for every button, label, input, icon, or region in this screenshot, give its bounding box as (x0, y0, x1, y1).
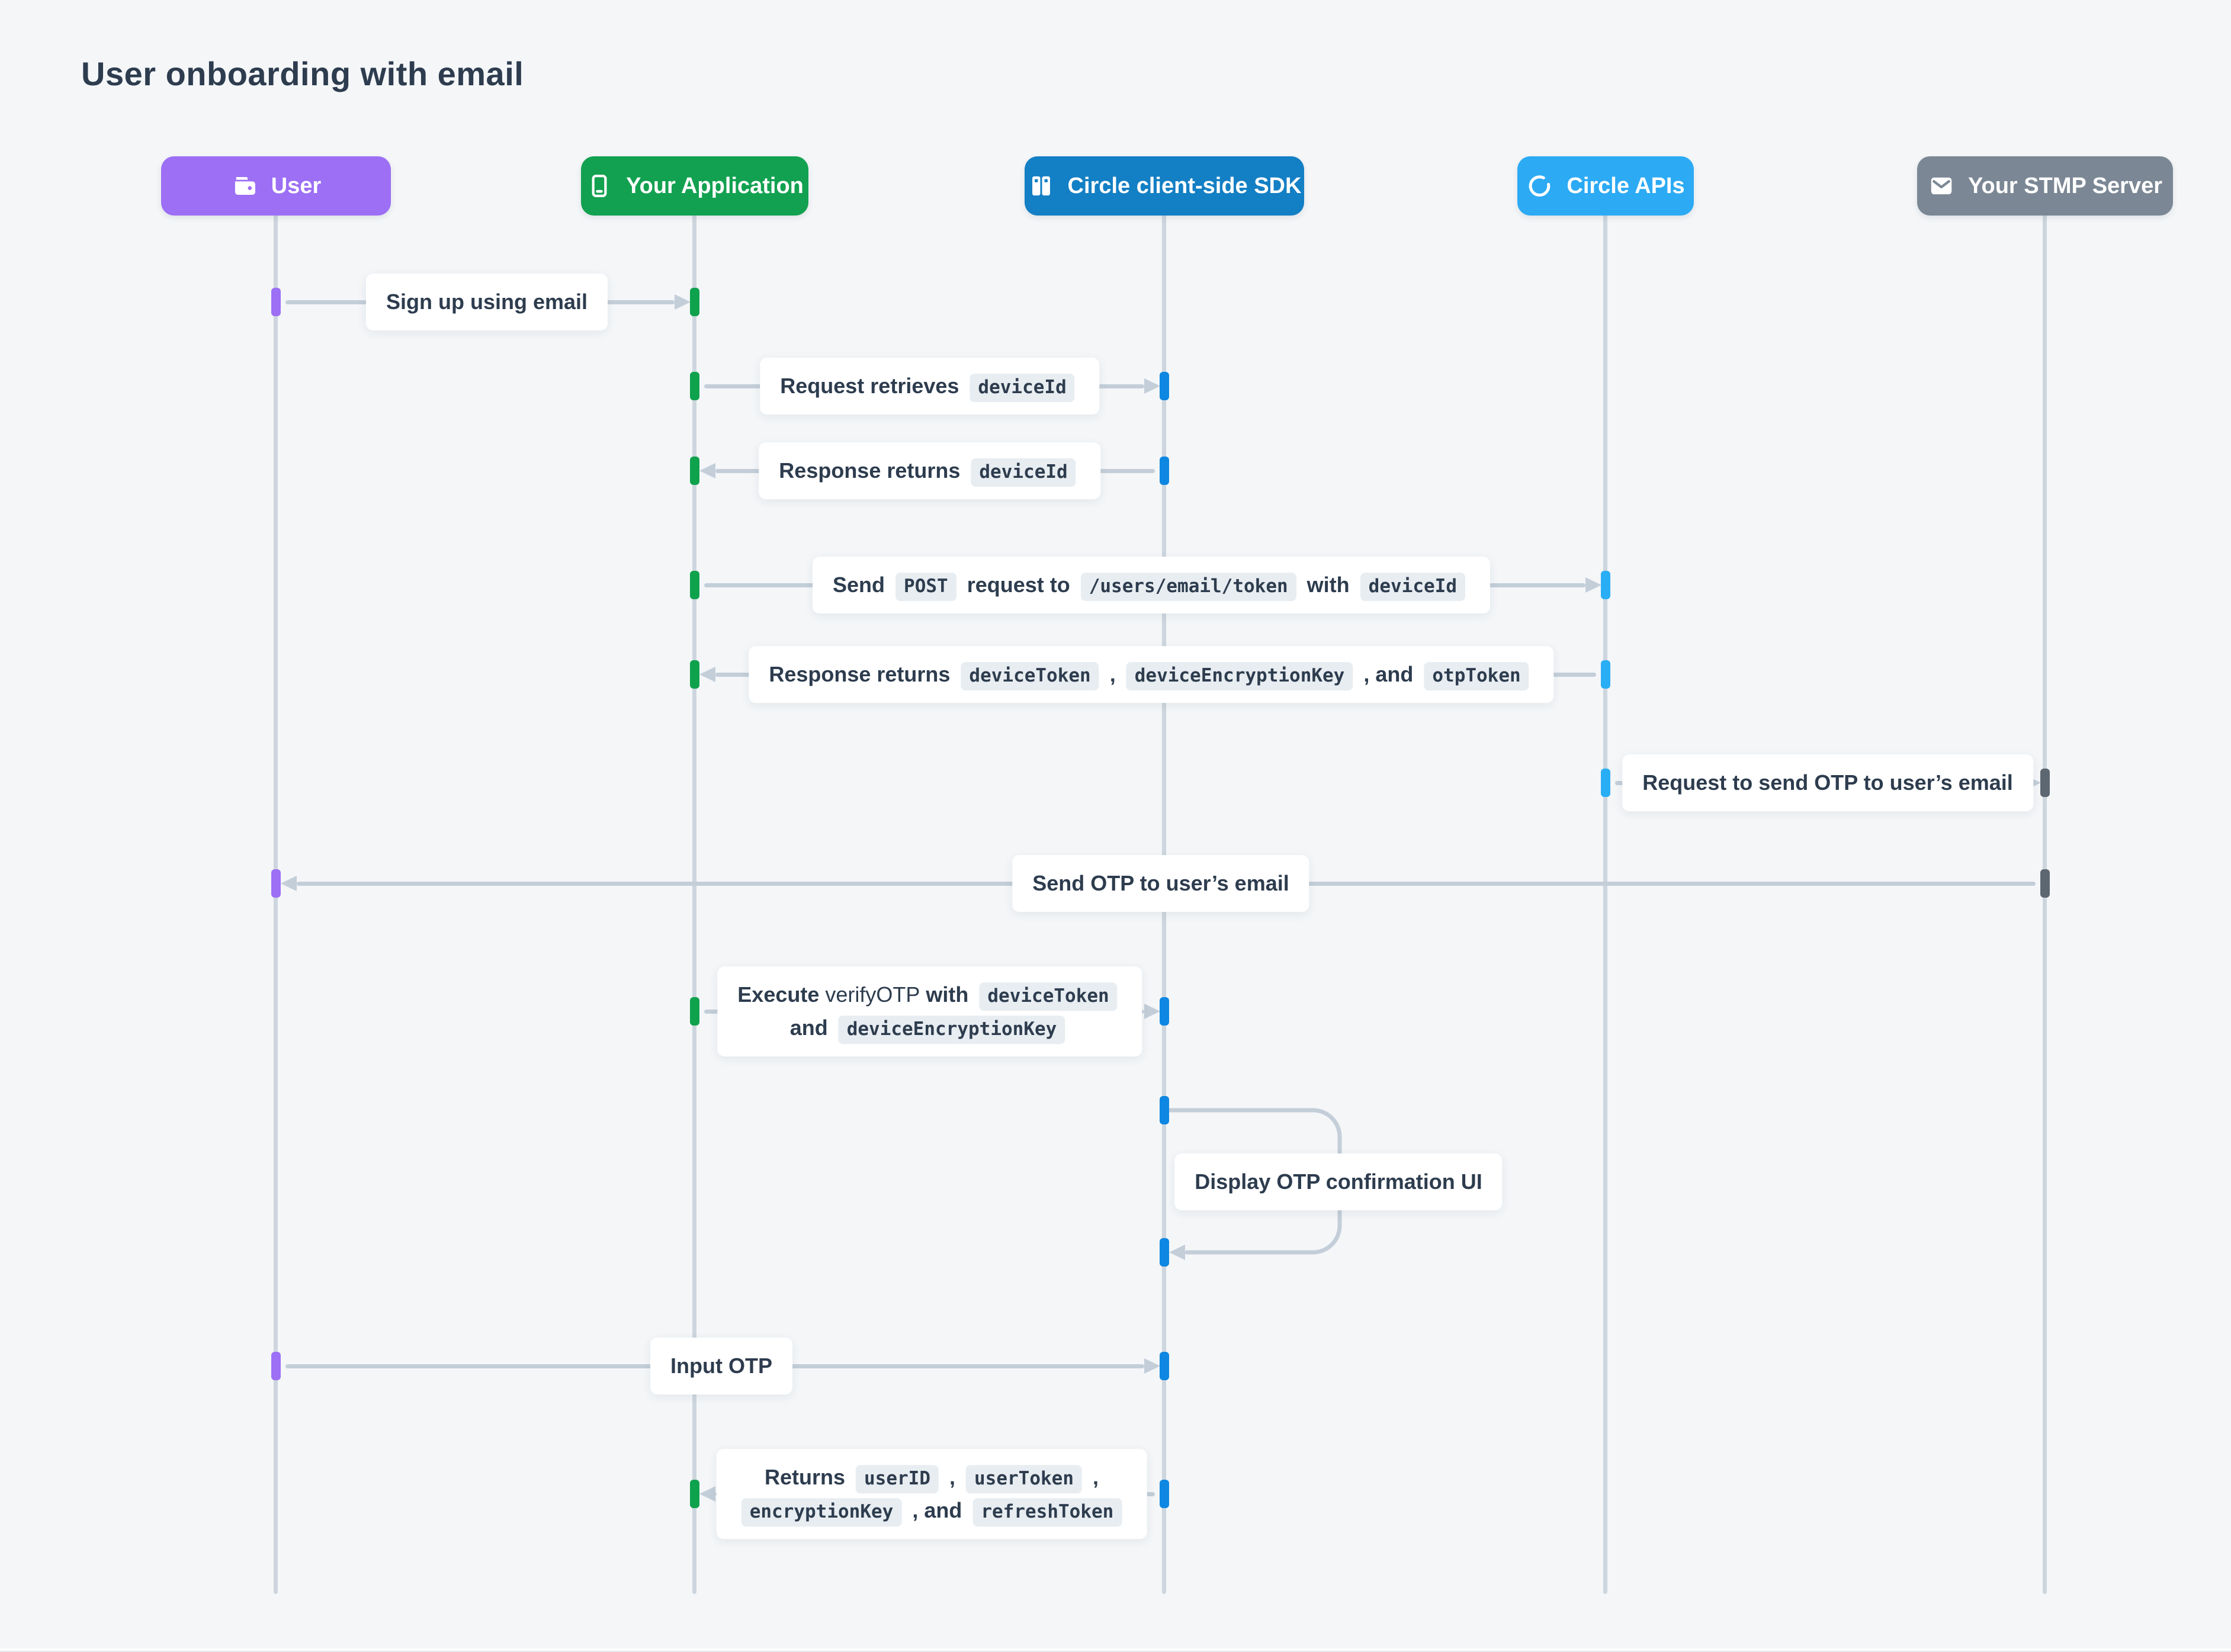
smartphone-icon (592, 175, 607, 197)
label-text: verifyOTP (825, 982, 920, 1007)
activation-bar-your-application (690, 372, 699, 400)
code-chip: deviceId (1360, 573, 1465, 602)
label-text: , and (1357, 662, 1420, 687)
message-label-input-otp: Input OTP (650, 1338, 792, 1394)
activation-bar-your-application (690, 288, 699, 316)
message-label-response-returns-deviceid: Response returns deviceId (759, 442, 1101, 499)
code-chip: userToken (966, 1465, 1082, 1494)
arrowhead-right-icon (1144, 1004, 1160, 1019)
activation-bar-circle-apis (1601, 571, 1610, 599)
message-label-display-otp-confirmation-ui: Display OTP confirmation UI (1174, 1153, 1503, 1210)
lifeline-user (274, 214, 278, 1594)
arrowhead-right-icon (675, 294, 691, 310)
envelope-icon (1931, 177, 1952, 195)
label-text: Request retrieves (780, 374, 965, 398)
label-text: Display OTP confirmation UI (1195, 1169, 1482, 1194)
code-chip: userID (856, 1465, 939, 1494)
label-text: , (1087, 1465, 1099, 1490)
message-label-request-retrieves-deviceid: Request retrieves deviceId (760, 358, 1100, 414)
activation-bar-circle-apis (1601, 769, 1610, 797)
label-text: Returns (764, 1465, 852, 1490)
activation-bar-user (271, 1352, 281, 1380)
actor-user: User (161, 156, 391, 216)
label-text: Execute (737, 982, 826, 1007)
arrowhead-left-icon (1169, 1245, 1185, 1260)
lifeline-circle-apis (1603, 214, 1607, 1594)
activation-bar-circle-client-side-sdk (1160, 1480, 1169, 1508)
activation-bar-user (271, 288, 281, 316)
activation-bar-your-application (690, 571, 699, 599)
label-text: , and (906, 1498, 968, 1522)
activation-bar-your-application (690, 660, 699, 689)
label-text: Sign up using email (386, 290, 588, 314)
code-chip: deviceId (971, 458, 1076, 487)
actor-circle-apis: Circle APIs (1517, 156, 1694, 216)
label-text: , (943, 1465, 962, 1490)
message-label-returns-user-tokens: Returns userID , userToken , encryptionKe… (716, 1449, 1147, 1539)
code-chip: deviceId (970, 374, 1075, 403)
activation-bar-your-application (690, 457, 699, 485)
message-label-sign-up-using-email: Sign up using email (365, 274, 608, 330)
actor-your-stmp-server: Your STMP Server (1917, 156, 2173, 216)
actor-your-application: Your Application (581, 156, 808, 216)
label-text: with (920, 982, 975, 1007)
actor-your-stmp-server-label: Your STMP Server (1967, 173, 2163, 198)
code-chip: deviceToken (961, 662, 1099, 691)
activation-bar-your-application (690, 1480, 699, 1508)
activation-bar-circle-apis (1601, 660, 1610, 689)
arrowhead-left-icon (281, 876, 297, 891)
arrowhead-right-icon (1144, 378, 1160, 394)
label-text: request to (961, 573, 1076, 597)
message-label-response-returns-tokens: Response returns deviceToken , deviceEnc… (749, 646, 1554, 703)
circle-arc-icon (1529, 175, 1551, 197)
arrowhead-right-icon (1585, 577, 1601, 593)
activation-bar-circle-client-side-sdk (1160, 997, 1169, 1026)
code-chip: deviceEncryptionKey (838, 1015, 1065, 1044)
arrowhead-left-icon (699, 667, 715, 682)
arrowhead-right-icon (1144, 1358, 1160, 1374)
code-chip: encryptionKey (741, 1498, 902, 1526)
lifeline-your-stmp-server (2043, 214, 2047, 1594)
activation-bar-circle-client-side-sdk (1160, 372, 1169, 400)
code-chip: /users/email/token (1080, 573, 1296, 602)
label-text: Response returns (779, 458, 967, 483)
message-label-send-post-request: Send POST request to /users/email/token … (813, 557, 1490, 613)
code-chip: deviceEncryptionKey (1126, 662, 1353, 691)
label-text: Send (833, 573, 891, 597)
actor-user-label: User (271, 173, 322, 198)
activation-bar-circle-client-side-sdk (1160, 1238, 1169, 1267)
lifeline-your-application (692, 214, 696, 1594)
code-chip: otpToken (1424, 662, 1529, 691)
label-text: and (789, 1015, 834, 1040)
activation-bar-your-stmp-server (2040, 869, 2050, 898)
label-text: Response returns (769, 662, 956, 687)
wallet-icon (235, 177, 255, 195)
activation-bar-your-application (690, 997, 699, 1026)
message-label-request-to-send-otp: Request to send OTP to user’s email (1622, 754, 2033, 811)
activation-bar-circle-client-side-sdk (1160, 457, 1169, 485)
label-text: Input OTP (670, 1354, 772, 1378)
label-text: with (1301, 573, 1356, 597)
actor-circle-apis-label: Circle APIs (1566, 173, 1685, 198)
message-label-execute-verifyotp: Execute verifyOTP with deviceToken and de… (717, 966, 1142, 1056)
code-chip: POST (895, 573, 956, 602)
page-bottom-divider (0, 1648, 2231, 1651)
label-text: , (1103, 662, 1122, 687)
page-title: User onboarding with email (81, 55, 524, 92)
code-chip: deviceToken (979, 982, 1118, 1011)
cabinets-icon (1032, 176, 1050, 196)
label-text: Request to send OTP to user’s email (1642, 770, 2013, 795)
message-label-send-otp-to-users-email: Send OTP to user’s email (1012, 855, 1309, 912)
arrowhead-left-icon (699, 1486, 715, 1502)
actor-circle-client-side-sdk-label: Circle client-side SDK (1067, 173, 1302, 198)
actor-your-application-label: Your Application (626, 173, 804, 198)
arrowhead-left-icon (699, 463, 715, 478)
activation-bar-circle-client-side-sdk (1160, 1352, 1169, 1380)
code-chip: refreshToken (972, 1498, 1122, 1526)
activation-bar-user (271, 869, 281, 898)
label-text: Send OTP to user’s email (1032, 871, 1289, 896)
activation-bar-circle-client-side-sdk (1160, 1096, 1169, 1124)
actor-circle-client-side-sdk: Circle client-side SDK (1025, 156, 1304, 216)
activation-bar-your-stmp-server (2040, 769, 2050, 797)
